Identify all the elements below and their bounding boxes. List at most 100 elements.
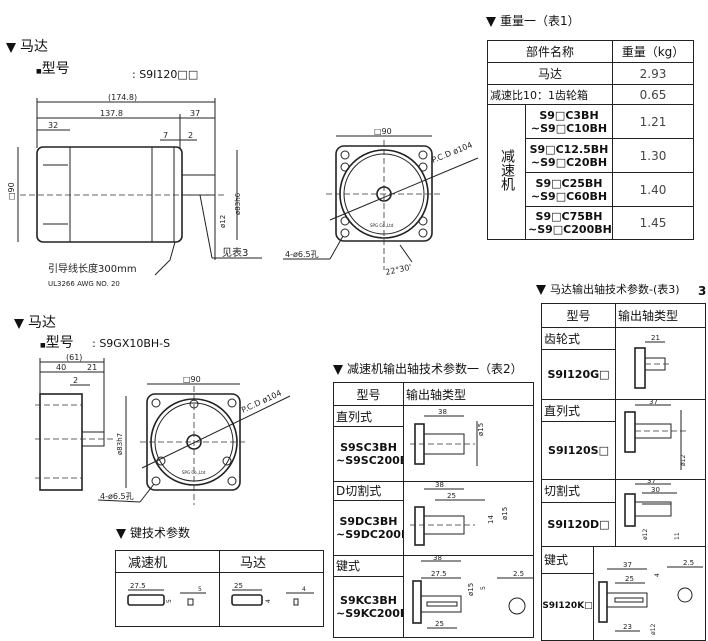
part-name: 减速比10：1齿轮箱	[486, 84, 614, 105]
dim: 25	[447, 492, 456, 500]
table-row: S9SC3BH~S9SC200BH	[333, 426, 534, 482]
motor-shaft	[181, 174, 216, 196]
shaft-drawing-cell: 37 25 23 ø12 4 2.5	[592, 546, 707, 641]
d-cut-shaft-drawing: 37 30 ø12 11	[623, 481, 681, 540]
motor1-heading-text: 马达	[20, 39, 48, 55]
dim: 27.5	[431, 570, 447, 578]
flange2-square: □90	[183, 375, 201, 384]
table2-heading: 减速机输出轴技术参数一（表2）	[333, 360, 523, 377]
table-row: 直列式 37 ø12	[540, 399, 707, 480]
header-shaft-type: 输出轴类型	[615, 303, 707, 328]
motor1-heading: 马达	[6, 36, 48, 56]
gear-shaft-drawing: 21	[633, 334, 669, 389]
motor2-heading-text: 马达	[28, 315, 56, 331]
shaft-type: 直列式	[333, 405, 404, 427]
flange1-pcd: P.C.D ø104	[430, 140, 473, 164]
table-row: D切割式 38 25 14 ø15	[333, 481, 534, 556]
key-drawing: 25 4 4	[230, 582, 314, 606]
motor2-side-drawing: (61) 40 21 2 ø83h7	[35, 353, 127, 491]
weight-value: 2.93	[612, 62, 695, 85]
model: S9I120K□	[541, 572, 594, 641]
model-a: S9□C25BH	[535, 176, 603, 190]
weight-value: 1.45	[612, 206, 695, 240]
shaft-drawing-cell: 38 27.5 25 ø15 5 2.5	[403, 555, 534, 638]
model-b: ~S9□C10BH	[530, 121, 608, 135]
motor2-flange-drawing: □90 P.C.D ø104 SPG Co.,Ltd 4-ø6.5孔	[97, 375, 291, 505]
keyed-shaft-drawing: 38 27.5 25 ø15 5 2.5	[411, 557, 533, 629]
flange2-brand: SPG Co.,Ltd	[182, 470, 206, 475]
dim-square: □90	[7, 182, 16, 200]
model-a: S9SC3BH	[340, 441, 397, 454]
dim: ø12	[650, 624, 657, 635]
table3-heading-text: 马达输出轴技术参数-(表3)	[550, 283, 680, 296]
table1-heading-text: 重量一（表1）	[500, 14, 580, 28]
weight-value: 1.40	[612, 172, 695, 207]
table2-heading-text: 减速机输出轴技术参数一（表2）	[347, 362, 523, 376]
model-a: S9□C3BH	[539, 108, 599, 122]
shaft-type: 齿轮式	[540, 327, 617, 350]
key-width: 4	[302, 586, 306, 593]
header-weight: 重量（kg）	[612, 40, 695, 63]
dim-pilot: ø83h7	[116, 433, 124, 455]
table-row: S9KC3BH~S9KC200BH	[333, 575, 534, 639]
model-range: S9KC3BH~S9KC200BH	[333, 575, 404, 639]
table-row: 键式 37 25 23 ø12 4 2.5	[541, 546, 707, 641]
triangle-bullet-icon	[6, 43, 16, 53]
header-part-name: 部件名称	[486, 40, 614, 63]
dim: 37	[623, 561, 632, 569]
weight-value: 0.65	[612, 84, 695, 105]
header-shaft-type: 输出轴类型	[403, 382, 534, 406]
dim: 11	[674, 532, 681, 540]
motor1-model-value: : S9I120□□	[132, 68, 199, 81]
dim: 14	[487, 515, 495, 524]
shaft-type: 直列式	[540, 399, 617, 422]
model: S9I120D□	[540, 501, 617, 548]
flange1-holes: 4-ø6.5孔	[285, 250, 319, 259]
dim: ø15	[467, 583, 475, 596]
motor2-model: ■型号 : S9GX10BH-S	[40, 332, 170, 352]
table-row: S9I120D□	[540, 501, 706, 548]
model-b: ~S9KC200BH	[336, 606, 403, 620]
weight-value: 1.30	[612, 138, 695, 173]
see-table3-note: 见表3	[222, 246, 248, 259]
shaft-drawing-cell: 37 ø12	[615, 399, 707, 480]
dim: 30	[651, 486, 660, 494]
dim: 2.5	[513, 570, 524, 578]
model-b: ~S9SC200BH	[336, 454, 403, 467]
table-row: S9DC3BH~S9DC200BH	[333, 499, 534, 556]
key-params-heading-text: 键技术参数	[130, 526, 191, 540]
page-mark: 3	[698, 284, 707, 298]
shaft-drawing-cell: 38 ø15	[403, 405, 534, 482]
model-b: ~S9□C200BH	[528, 223, 612, 236]
table-row: S9I120G□	[540, 348, 706, 401]
table-row: S9I120S□	[540, 420, 706, 481]
d-cut-shaft-drawing: 38 25 14 ø15	[409, 483, 509, 546]
dim-total: (174.8)	[108, 93, 137, 102]
dim-shaft-dia: ø12	[219, 215, 227, 228]
dim-pilot: ø83h6	[234, 192, 242, 215]
key-length: 27.5	[130, 582, 146, 590]
model-a: S9□C75BH	[535, 210, 603, 223]
shaft-drawing-cell: 21	[615, 327, 707, 400]
shaft-type: D切割式	[333, 481, 404, 501]
model: S9I120S□	[540, 420, 617, 481]
table-header-row: 部件名称重量（kg）	[486, 40, 695, 63]
flange2-pcd: P.C.D ø104	[240, 388, 283, 414]
dim-shaft: 21	[87, 363, 97, 372]
reducer-group-label: 减速机	[487, 104, 526, 240]
model-b: ~S9□C20BH	[530, 155, 608, 169]
motor-key-drawing: 25 4 4	[219, 572, 324, 627]
lead-length-note: 引导线长度300mm	[48, 262, 137, 275]
dim: ø15	[477, 423, 485, 436]
motor2-model-value: : S9GX10BH-S	[92, 337, 171, 350]
flange2-holes: 4-ø6.5孔	[100, 492, 134, 501]
shaft-drawing-cell: 38 25 14 ø15	[403, 481, 534, 556]
key-length: 25	[234, 582, 243, 590]
header-model: 型号	[333, 382, 404, 406]
triangle-bullet-icon	[536, 285, 546, 295]
table-row: 键式 38 27.5 25 ø15 5 2.5	[333, 555, 534, 638]
